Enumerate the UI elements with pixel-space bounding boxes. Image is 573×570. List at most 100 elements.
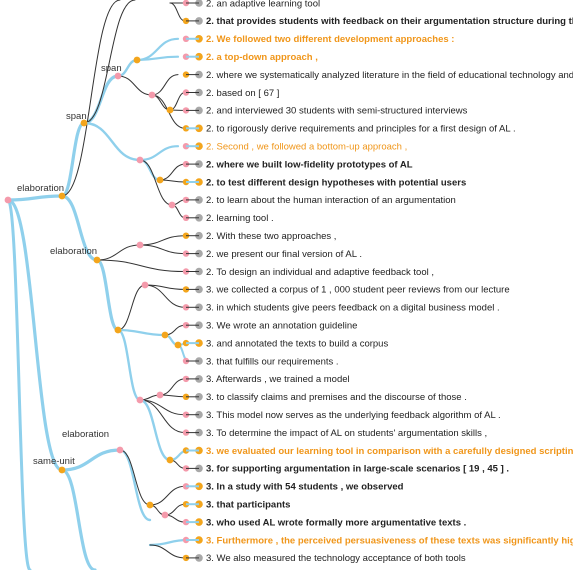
- tree-edge: [144, 284, 186, 308]
- leaf-text: 2. learning tool .: [206, 213, 274, 224]
- tree-node: [161, 331, 169, 339]
- tree-node: [136, 156, 144, 164]
- leaf-text: 3. We wrote an annotation guideline: [206, 321, 357, 332]
- tree-edge: [61, 0, 121, 197]
- tree-node: [168, 201, 176, 209]
- tree-node: [114, 326, 122, 334]
- tree-node: [136, 396, 144, 404]
- tree-edge: [116, 328, 167, 337]
- leaf-text: 2. to rigorously derive requirements and…: [206, 124, 516, 135]
- leaf-text: 2. that provides students with feedback …: [206, 16, 573, 27]
- leaf-text: 3. we evaluated our learning tool in com…: [206, 446, 573, 457]
- leaf-list: 2. an adaptive learning tool 2. that prov…: [186, 0, 573, 564]
- leaf-text: 2. To design an individual and adaptive …: [206, 267, 434, 278]
- tree-edge: [6, 194, 64, 202]
- tree-node: [141, 281, 149, 289]
- relation-label-span: span: [101, 63, 122, 74]
- tree-edge: [149, 485, 186, 506]
- tree-edge: [139, 244, 186, 255]
- tree-node: [114, 72, 122, 80]
- relation-label-span: span: [66, 111, 87, 122]
- tree-edge: [119, 449, 151, 506]
- tree-edge: [60, 194, 99, 262]
- tree-node: [148, 91, 156, 99]
- leaf-text: 3. In a study with 54 students , we obse…: [206, 482, 404, 493]
- leaf-text: 2. where we built low-fidelity prototype…: [206, 159, 413, 170]
- tree-edge: [169, 2, 186, 22]
- leaf-text: 2. where we systematically analyzed lite…: [206, 70, 573, 81]
- tree-node: [156, 176, 164, 184]
- tree-node: [166, 456, 174, 464]
- leaf-text: 3. who used AL wrote formally more argum…: [206, 517, 466, 528]
- tree-edge: [6, 198, 64, 472]
- relation-label-elaboration: elaboration: [50, 246, 97, 257]
- leaf-text: 3. that participants: [206, 500, 290, 511]
- tree-edge: [6, 198, 32, 570]
- tree-edge: [96, 244, 141, 261]
- tree-edge: [138, 158, 162, 182]
- leaf-text: 2. based on [ 67 ]: [206, 88, 279, 99]
- tree-node: [156, 391, 164, 399]
- leaf-text: 2. to learn about the human interaction …: [206, 195, 456, 206]
- tree-edge: [60, 468, 97, 570]
- tree-edge: [116, 328, 142, 402]
- tree-edge: [60, 448, 122, 472]
- relation-label-elaboration: elaboration: [17, 183, 64, 194]
- tree-edge: [139, 235, 186, 246]
- tree-edge: [159, 394, 186, 398]
- tree-edge: [159, 163, 186, 181]
- leaf-text: 3. we collected a corpus of 1 , 000 stud…: [206, 285, 510, 296]
- leaf-text: 3. This model now serves as the underlyi…: [206, 410, 501, 421]
- relation-label-elaboration: elaboration: [62, 429, 109, 440]
- leaf-text: 3. We also measured the technology accep…: [206, 553, 466, 564]
- tree-node: [174, 341, 182, 349]
- tree-edge: [169, 92, 186, 111]
- tree-node: [146, 501, 154, 509]
- leaf-text: 3. that fulfills our requirements .: [206, 356, 339, 367]
- leaf-text: 2. With these two approaches ,: [206, 231, 336, 242]
- leaf-text: 2. and interviewed 30 students with semi…: [206, 106, 468, 117]
- tree-node: [58, 466, 66, 474]
- leaf-text: 2. an adaptive learning tool: [206, 0, 320, 9]
- root-node: [4, 196, 12, 204]
- tree-edge: [149, 544, 186, 559]
- leaf-text: 3. Afterwards , we trained a model: [206, 374, 350, 385]
- tree-edge: [117, 284, 146, 331]
- tree-node: [133, 56, 141, 64]
- tree-edge: [159, 378, 186, 396]
- tree-edge: [118, 448, 152, 522]
- leaf-text: 2. a top-down approach ,: [206, 52, 318, 63]
- tree-edge: [151, 74, 179, 96]
- tree-edge: [96, 259, 186, 272]
- leaf-text: 2. we present our final version of AL .: [206, 249, 362, 260]
- leaf-text: 2. We followed two different development…: [206, 34, 454, 45]
- leaf-text: 2. to test different design hypotheses w…: [206, 177, 466, 188]
- tree-edge: [117, 75, 153, 96]
- tree-edge: [138, 398, 172, 462]
- tree-edge: [83, 0, 136, 124]
- leaf-text: 3. for supporting argumentation in large…: [206, 464, 509, 475]
- tree-edge: [164, 503, 186, 516]
- tree-node: [161, 511, 169, 519]
- tree-edge: [139, 399, 186, 434]
- tree-edges: [6, 0, 190, 570]
- tree-edge: [148, 538, 190, 547]
- tree-edge: [135, 55, 180, 62]
- tree-node: [58, 192, 66, 200]
- relation-label-same-unit: same-unit: [33, 456, 75, 467]
- tree-edge: [60, 121, 86, 198]
- leaf-text: 2. Second , we followed a bottom-up appr…: [206, 142, 407, 153]
- leaf-text: 3. in which students give peers feedback…: [206, 303, 500, 314]
- tree-node: [93, 256, 101, 264]
- tree-edge: [159, 179, 186, 183]
- tree-edge: [138, 145, 180, 162]
- tree-edge: [95, 258, 120, 332]
- tree-edge: [82, 121, 142, 162]
- leaf-text: 3. and annotated the texts to build a co…: [206, 338, 388, 349]
- leaf-text: 3. Furthermore , the perceived persuasiv…: [206, 535, 573, 546]
- tree-node: [80, 119, 88, 127]
- tree-node: [116, 446, 124, 454]
- tree-edge: [139, 159, 173, 206]
- leaf-text: 3. To determine the impact of AL on stud…: [206, 428, 487, 439]
- tree-node: [136, 241, 144, 249]
